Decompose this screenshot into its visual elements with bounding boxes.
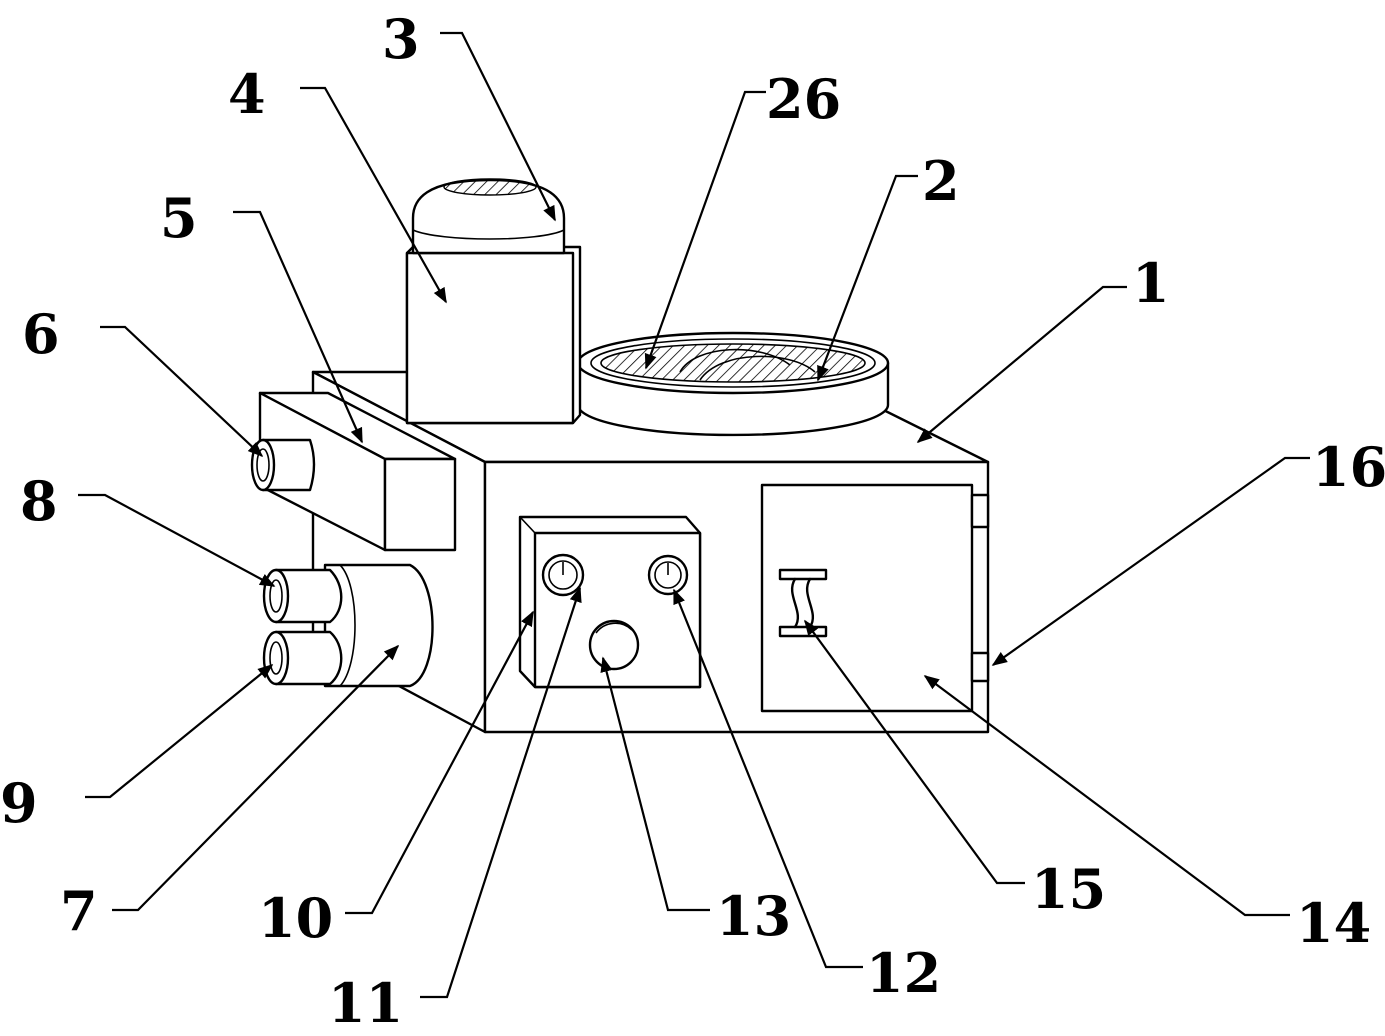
callout-labels: 1 2 3 4 5 6 7 8 9 10 11 12 13 14 15 16 2… (0, 7, 1385, 1035)
callout-26: 26 (766, 67, 841, 131)
outlet-pipe-lower (262, 630, 343, 686)
outlet-manifold (323, 563, 434, 688)
motor-box (405, 245, 582, 425)
door-hinge (970, 493, 990, 683)
callout-10: 10 (258, 886, 333, 950)
control-knob (588, 619, 640, 671)
callout-8: 8 (20, 469, 58, 533)
callout-14: 14 (1296, 891, 1371, 955)
leader-lines (78, 31, 1310, 999)
callout-11: 11 (328, 971, 403, 1035)
outlet-pipe-upper (262, 568, 343, 624)
inlet-pipe (250, 438, 316, 492)
gauge-left (541, 553, 585, 597)
callout-6: 6 (22, 302, 60, 366)
callout-12: 12 (866, 941, 941, 1005)
callout-5: 5 (160, 186, 198, 250)
dome-cap (411, 178, 566, 255)
door-handle (778, 568, 828, 638)
filter-mesh (600, 343, 866, 383)
callout-7: 7 (60, 879, 98, 943)
inlet-box (258, 391, 457, 552)
callout-4: 4 (228, 62, 266, 126)
callout-1: 1 (1132, 251, 1170, 315)
callout-9: 9 (0, 771, 38, 835)
callout-16: 16 (1312, 435, 1385, 499)
callout-15: 15 (1031, 857, 1106, 921)
gauge-right (647, 554, 689, 596)
callout-3: 3 (382, 7, 420, 71)
filter-ring (576, 331, 890, 437)
callout-2: 2 (922, 149, 960, 213)
dome-mesh (443, 178, 537, 196)
callout-13: 13 (716, 884, 791, 948)
